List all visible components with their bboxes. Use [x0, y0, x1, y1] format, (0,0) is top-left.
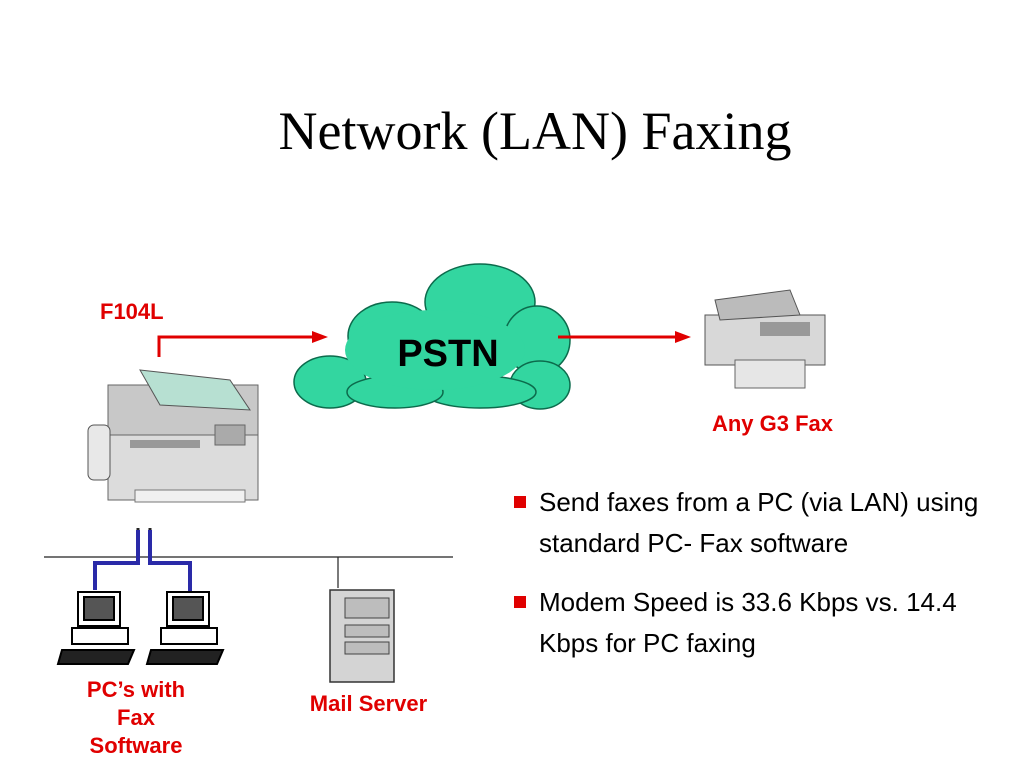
bullet-text: Modem Speed is 33.6 Kbps vs. 14.4 Kbps f…	[539, 587, 957, 658]
slide-title: Network (LAN) Faxing	[278, 101, 792, 161]
g3-fax-machine	[704, 289, 826, 389]
f104l-fax-machine	[87, 369, 259, 503]
g3-fax-label: Any G3 Fax	[711, 411, 834, 436]
pstn-cloud	[293, 263, 571, 410]
pcs-label-line-3: Software	[89, 733, 183, 758]
pcs-label: PC’s with Fax Software	[46, 676, 226, 760]
pstn-label: PSTN	[397, 333, 499, 375]
lan-wiring	[44, 528, 453, 592]
pcs-label-line-1: PC’s with	[86, 677, 186, 702]
pc-workstation-1	[56, 591, 136, 665]
bullet-list: Send faxes from a PC (via LAN) using sta…	[510, 482, 1010, 682]
bullet-item: Modem Speed is 33.6 Kbps vs. 14.4 Kbps f…	[510, 582, 1010, 664]
fax-route-arrows	[157, 331, 691, 357]
bullet-square-icon	[514, 596, 526, 608]
bullet-text: Send faxes from a PC (via LAN) using sta…	[539, 487, 979, 558]
f104l-label: F104L	[100, 299, 164, 324]
pcs-label-line-2: Fax	[117, 705, 155, 730]
bullet-item: Send faxes from a PC (via LAN) using sta…	[510, 482, 1010, 564]
pc-workstation-2	[145, 591, 225, 665]
mail-server-tower	[329, 589, 395, 683]
bullet-square-icon	[514, 496, 526, 508]
mail-server-label: Mail Server	[309, 691, 428, 716]
